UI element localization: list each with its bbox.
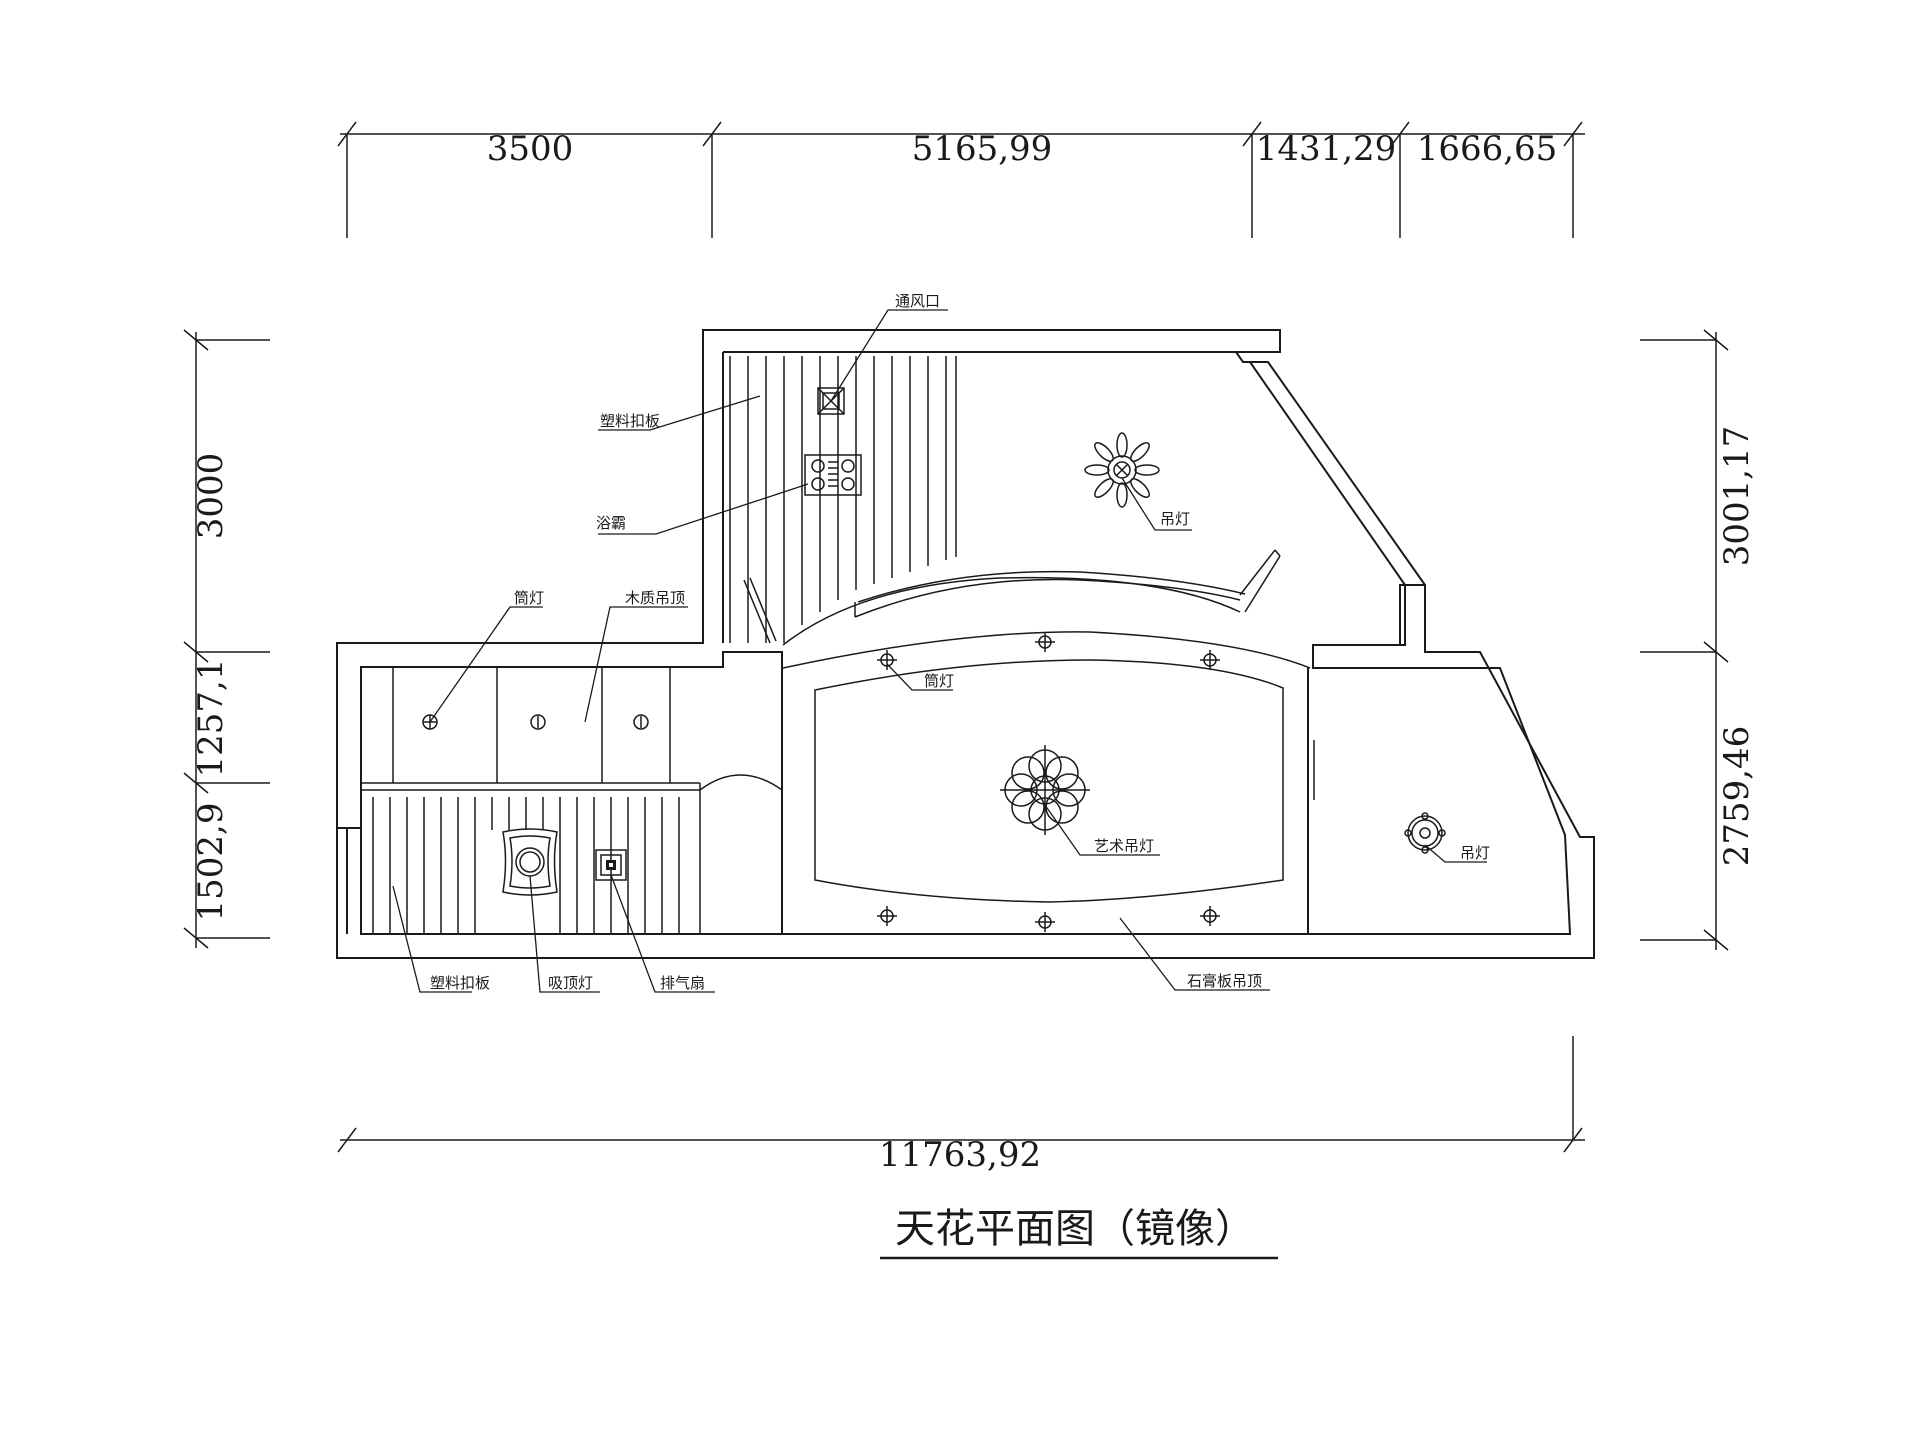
wood-ceiling (361, 667, 783, 934)
dim-top-1: 3500 (487, 129, 574, 169)
dim-left-1: 3000 (191, 453, 231, 540)
dim-left-3: 1502,9 (191, 803, 231, 922)
label-plastic-panel-top: 塑料扣板 (600, 412, 660, 430)
label-art-chandelier: 艺术吊灯 (1094, 837, 1154, 855)
dim-bottom: 11763,92 (879, 1135, 1041, 1175)
left-dimension-chain: 3000 1257,1 1502,9 (183, 329, 270, 949)
label-ceiling-lamp: 吸顶灯 (548, 974, 593, 992)
dim-right-1: 3001,17 (1717, 426, 1757, 567)
chandelier-top-icon (1084, 432, 1160, 508)
upper-room-arcs (782, 549, 1281, 646)
right-dimension-chain: 3001,17 2759,46 (1640, 329, 1757, 951)
leader-lines (392, 309, 1487, 993)
label-downlight-mid: 筒灯 (924, 672, 954, 690)
dim-top-4: 1666,65 (1417, 129, 1558, 169)
bath-bottom-panels (372, 797, 680, 934)
label-plastic-panel-bottom: 塑料扣板 (430, 974, 490, 992)
label-gypsum-ceiling: 石膏板吊顶 (1187, 972, 1262, 990)
label-vent: 通风口 (895, 292, 940, 310)
ceiling-lamp-icon (502, 828, 558, 896)
annotation-labels: 通风口 塑料扣板 浴霸 吊灯 筒灯 木质吊顶 筒灯 艺术吊灯 吊灯 塑料扣板 吸… (430, 292, 1490, 992)
bath-top-panels (729, 356, 957, 644)
chandelier-right-icon (1404, 812, 1446, 854)
art-chandelier-icon (1000, 745, 1090, 835)
gypsum-ceiling (782, 631, 1315, 903)
top-dimension-chain: 3500 5165,99 1431,29 1666,65 (337, 121, 1585, 238)
dim-top-2: 5165,99 (912, 129, 1053, 169)
label-wood-ceiling: 木质吊顶 (625, 589, 685, 607)
dim-right-2: 2759,46 (1717, 726, 1757, 867)
dim-left-2: 1257,1 (191, 659, 231, 778)
label-chandelier-right: 吊灯 (1460, 844, 1490, 862)
bath-heater-icon (804, 454, 862, 496)
drawing-title: 天花平面图（镜像） (880, 1206, 1278, 1260)
label-downlight-left: 筒灯 (514, 589, 544, 607)
title-text: 天花平面图（镜像） (895, 1206, 1255, 1252)
dim-top-3: 1431,29 (1256, 129, 1397, 169)
downlights-living (877, 632, 1220, 932)
label-exhaust-fan: 排气扇 (660, 974, 705, 992)
wall-outline (336, 329, 1595, 959)
label-bath-heater: 浴霸 (596, 514, 626, 532)
bottom-dimension: 11763,92 (337, 1036, 1585, 1175)
label-chandelier-top: 吊灯 (1160, 510, 1190, 528)
downlights-corridor (422, 714, 649, 730)
